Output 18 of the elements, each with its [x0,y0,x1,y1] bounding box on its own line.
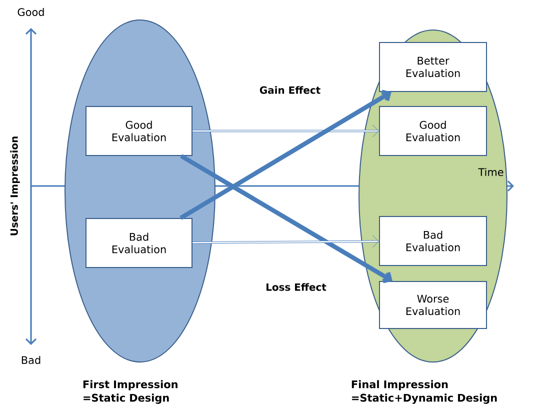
evaluation-box: Bad Evaluation [379,216,487,266]
evaluation-box: Better Evaluation [379,42,487,92]
evaluation-box: Good Evaluation [379,106,487,156]
arrow [192,235,379,248]
evaluation-box: Good Evaluation [86,106,192,156]
arrow [192,124,379,138]
evaluation-box: Worse Evaluation [379,281,487,329]
axis-title: Users' Impression [10,136,20,236]
axis-label: Time [478,168,504,176]
arrow [180,90,392,220]
edge-label: Loss Effect [266,283,326,291]
ellipse-heading: Final Impression =Static+Dynamic Design [352,380,497,404]
ellipse-heading: First Impression =Static Design [83,380,178,404]
axis-label: Bad [22,356,40,364]
arrow [180,154,392,284]
edge-label: Gain Effect [260,86,320,94]
axis-label: Good [18,8,44,16]
evaluation-box: Bad Evaluation [86,218,192,268]
